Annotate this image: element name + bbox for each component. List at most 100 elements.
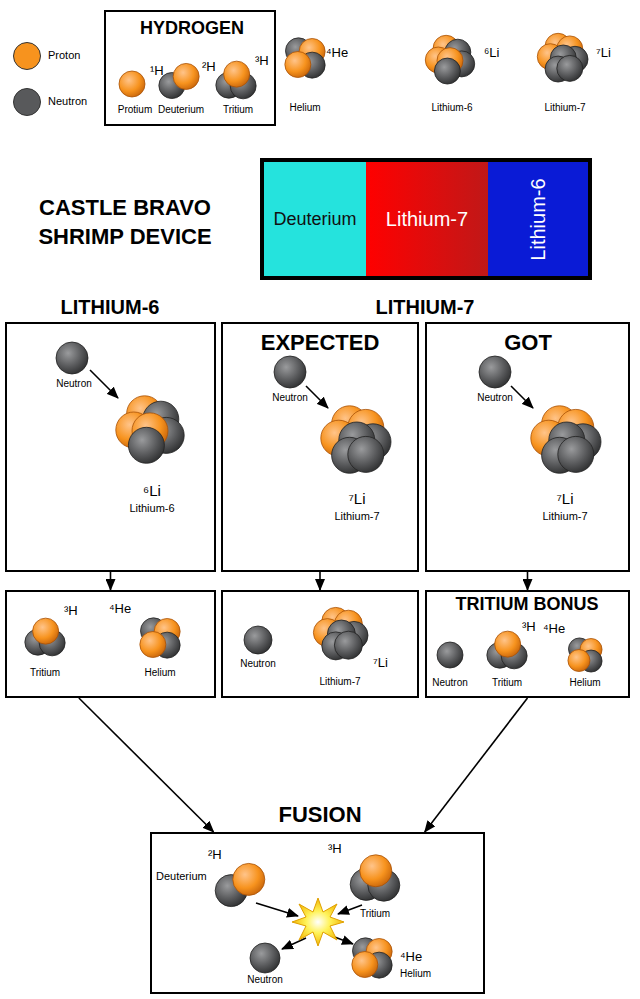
neutron-ball	[244, 626, 272, 654]
neutron-ball	[56, 342, 88, 374]
reaction-box: Neutron ⁶LiLithium-6	[5, 322, 216, 572]
particle-name: Neutron	[432, 677, 468, 689]
isotope-symbol: ³H	[255, 54, 269, 69]
proton-ball	[119, 71, 145, 97]
isotope-name: Lithium-7	[544, 102, 585, 114]
isotope-name: Lithium-6	[431, 102, 472, 114]
isotope-name: Helium	[144, 667, 175, 679]
isotope-symbol: ³H	[328, 842, 342, 857]
neutron-ball	[434, 58, 460, 84]
proton-ball	[173, 63, 199, 89]
isotope-symbol: ⁶Li	[484, 46, 499, 61]
reaction-box: TRITIUM BONUS Neutron ³H Tritium ⁴HeHelium	[425, 590, 630, 698]
isotope-name: Protium	[118, 104, 152, 116]
proton-ball	[224, 61, 250, 87]
box-heading: EXPECTED	[261, 330, 380, 355]
flow-arrow	[110, 572, 112, 590]
reaction-box: ³H Tritium ⁴HeHelium	[5, 590, 216, 698]
flow-arrow	[319, 572, 321, 590]
box-heading: FUSION	[278, 802, 361, 827]
fusion-flash	[292, 898, 344, 946]
reaction-box: Neutron ⁷LiLithium-7	[221, 590, 419, 698]
isotope-symbol: ⁴He	[326, 46, 348, 61]
isotope-name: Lithium-7	[319, 676, 360, 688]
flow-arrow	[527, 572, 529, 590]
neutron-ball	[558, 436, 594, 472]
isotope-name: Helium	[400, 968, 431, 980]
legend-text: Proton	[48, 49, 80, 62]
section-heading: LITHIUM-6	[61, 296, 160, 319]
reaction-path	[338, 905, 362, 914]
fuel-band: Deuterium	[264, 162, 366, 276]
neutron-ball	[348, 436, 384, 472]
box-heading: GOT	[504, 330, 552, 355]
neutron-ball	[479, 356, 511, 388]
flow-arrow	[425, 698, 528, 832]
fuel-band: Lithium-6	[488, 162, 588, 276]
proton-ball	[285, 52, 311, 78]
device-title: CASTLE BRAVO SHRIMP DEVICE	[12, 194, 238, 251]
isotope-symbol: ⁷Li	[348, 490, 365, 507]
neutron-ball	[274, 356, 306, 388]
particle-name: Neutron	[272, 392, 308, 404]
reaction-path	[282, 938, 306, 949]
particle-name: Neutron	[247, 974, 283, 986]
isotope-name: Helium	[289, 102, 320, 114]
isotope-symbol: ²H	[208, 848, 222, 863]
isotope-symbol: ⁴He	[109, 602, 131, 617]
legend-swatch	[13, 42, 41, 70]
neutron-ball	[557, 55, 583, 81]
isotope-name: Tritium	[360, 908, 390, 920]
neutron-path	[511, 386, 533, 408]
proton-ball	[233, 863, 265, 895]
proton-ball	[352, 952, 378, 978]
isotope-symbol: ⁴He	[543, 622, 565, 637]
isotope-name: Tritium	[492, 677, 522, 689]
isotope-name: Lithium-7	[334, 510, 379, 523]
band-label: Deuterium	[273, 209, 356, 230]
legend-text: Neutron	[48, 95, 87, 108]
box-heading: TRITIUM BONUS	[456, 594, 599, 615]
isotope-name: Lithium-6	[129, 502, 174, 515]
section-heading: LITHIUM-7	[376, 296, 475, 319]
isotope-symbol: ⁶Li	[143, 482, 161, 499]
reaction-box: HYDROGEN¹HProtium²HDeuterium³HTritium	[104, 10, 276, 126]
reaction-box: GOT Neutron ⁷LiLithium-7	[425, 322, 630, 572]
neutron-path	[90, 370, 118, 398]
proton-ball	[140, 632, 166, 658]
particle-name: Neutron	[56, 378, 92, 390]
isotope-symbol: ³H	[64, 604, 78, 619]
isotope-name: Tritium	[30, 667, 60, 679]
particle-name: Neutron	[240, 658, 276, 670]
reaction-box: EXPECTED Neutron ⁷LiLithium-7	[221, 322, 419, 572]
isotope-symbol: ²H	[202, 60, 216, 75]
isotope-symbol: ³H	[522, 620, 536, 635]
fuel-band: Lithium-7	[366, 162, 488, 276]
particle-name: Neutron	[477, 392, 513, 404]
reaction-box: FUSION²HDeuterium³HTritiumNeutron⁴HeHeli…	[150, 832, 485, 994]
isotope-symbol: ⁷Li	[373, 656, 388, 671]
proton-ball	[568, 650, 590, 672]
device-frame	[262, 160, 590, 278]
isotope-name: Lithium-7	[542, 510, 587, 523]
legend-swatch	[13, 88, 41, 116]
isotope-symbol: ¹H	[150, 64, 164, 79]
band-label: Lithium-7	[386, 208, 468, 231]
isotope-name: Helium	[569, 677, 600, 689]
isotope-symbol: ⁷Li	[556, 490, 573, 507]
isotope-symbol: ⁷Li	[596, 46, 611, 61]
neutron-ball	[250, 943, 280, 973]
reaction-path	[256, 903, 298, 916]
box-heading: HYDROGEN	[140, 18, 244, 39]
isotope-name: Deuterium	[158, 104, 204, 116]
isotope-name: Deuterium	[156, 870, 207, 883]
flow-arrow	[79, 698, 214, 832]
proton-ball	[33, 618, 59, 644]
neutron-path	[306, 386, 328, 408]
neutron-ball	[334, 631, 362, 659]
band-label: Lithium-6	[526, 178, 549, 260]
isotope-symbol: ⁴He	[400, 950, 422, 965]
neutron-ball	[437, 642, 463, 668]
